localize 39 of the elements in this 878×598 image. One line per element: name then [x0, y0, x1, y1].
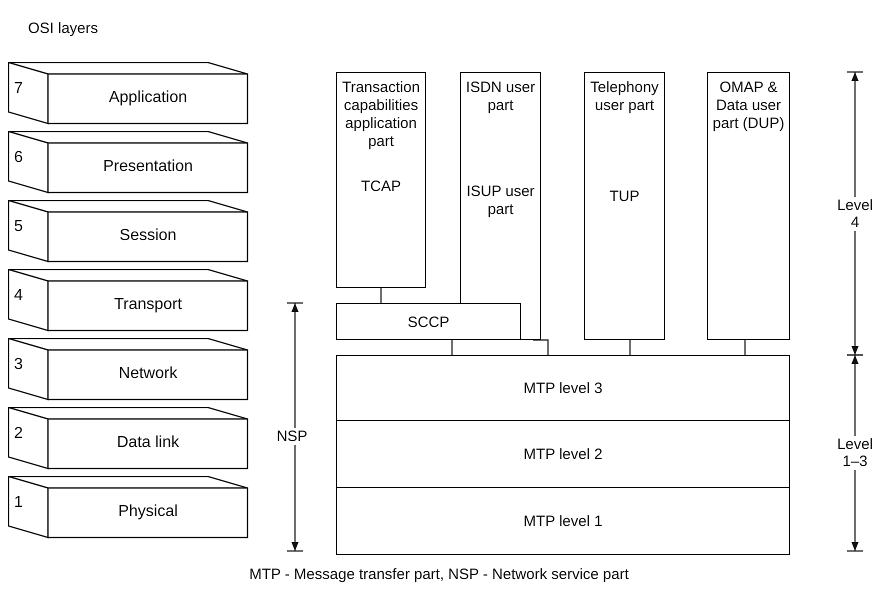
connector-line — [380, 288, 382, 303]
box-label: MTP level 3 — [522, 380, 604, 398]
connector-line — [744, 340, 746, 355]
connector-line — [451, 340, 453, 355]
connector-line — [532, 339, 549, 355]
protocol-box — [336, 420, 790, 488]
box-label: OMAP & Data user part (DUP) — [712, 79, 786, 133]
layer-number: 4 — [14, 287, 23, 305]
protocol-box — [584, 72, 665, 340]
box-label: MTP level 2 — [522, 446, 604, 464]
layer-name: Network — [118, 365, 178, 383]
box-label: ISDN user part — [464, 79, 536, 115]
protocol-box — [707, 72, 790, 340]
box-label: ISUP user part — [465, 183, 536, 219]
box-label: Transaction capabilities application part — [341, 79, 421, 151]
protocol-box — [336, 303, 521, 340]
layer-name: Physical — [117, 503, 179, 521]
layer-name: Application — [108, 89, 188, 107]
layer-name: Data link — [116, 434, 180, 452]
layer-number: 3 — [14, 356, 23, 374]
layer-number: 7 — [14, 80, 23, 98]
layer-name: Session — [118, 227, 178, 245]
box-label: MTP level 1 — [522, 513, 604, 531]
caption: MTP - Message transfer part, NSP - Network service part — [248, 566, 630, 583]
protocol-box — [336, 487, 790, 555]
box-label: Telephony user part — [589, 79, 660, 115]
box-label: SCCP — [406, 314, 450, 332]
layer-number: 2 — [14, 425, 23, 443]
layer-name: Presentation — [102, 158, 194, 176]
protocol-box — [336, 72, 426, 288]
protocol-box — [336, 355, 790, 421]
protocol-box — [460, 72, 541, 340]
connector-line — [629, 340, 631, 355]
layer-number: 1 — [14, 494, 23, 512]
layer-number: 5 — [14, 218, 23, 236]
layer-number: 6 — [14, 149, 23, 167]
layer-name: Transport — [113, 296, 183, 314]
box-label: TCAP — [360, 178, 402, 196]
box-label: TUP — [608, 188, 640, 206]
